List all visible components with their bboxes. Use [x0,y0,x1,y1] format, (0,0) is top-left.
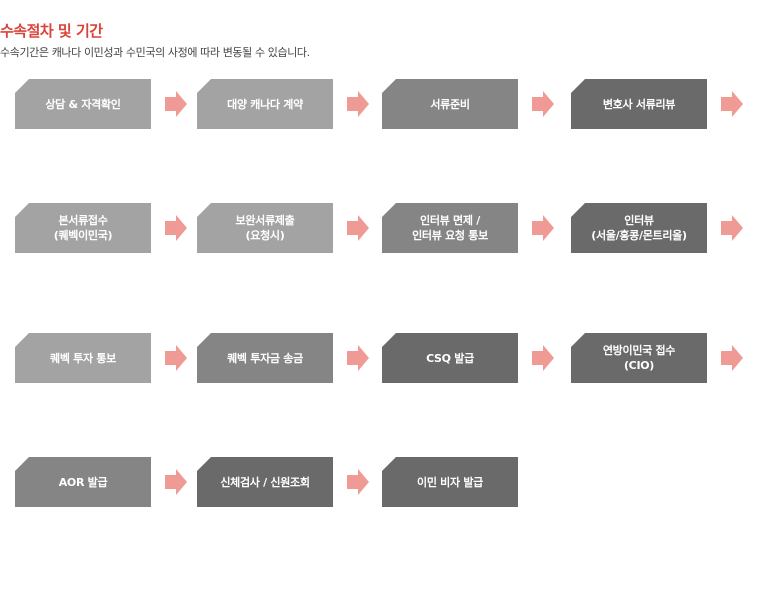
next-step-arrow-icon [721,215,743,241]
process-step: 인터뷰 (서울/홍콩/몬트리올) [571,203,707,253]
next-step-arrow-icon [347,91,369,117]
next-step-arrow-icon [165,215,187,241]
process-step: 상담 & 자격확인 [15,79,151,129]
next-step-arrow-icon [165,345,187,371]
next-step-arrow-icon [532,345,554,371]
page-subtitle: 수속기간은 캐나다 이민성과 수민국의 사정에 따라 변동될 수 있습니다. [0,46,310,59]
next-step-arrow-icon [347,469,369,495]
next-step-arrow-icon [532,91,554,117]
process-step: 대양 캐나다 계약 [197,79,333,129]
next-step-arrow-icon [721,91,743,117]
process-step: 퀘벡 투자 통보 [15,333,151,383]
next-step-arrow-icon [721,345,743,371]
process-step: 서류준비 [382,79,518,129]
page-title: 수속절차 및 기간 [0,22,103,40]
process-step: AOR 발급 [15,457,151,507]
next-step-arrow-icon [165,469,187,495]
next-step-arrow-icon [165,91,187,117]
process-step: 퀘벡 투자금 송금 [197,333,333,383]
next-step-arrow-icon [347,215,369,241]
process-step: 본서류접수 (퀘벡이민국) [15,203,151,253]
process-step: 연방이민국 접수 (CIO) [571,333,707,383]
process-step: 인터뷰 면제 / 인터뷰 요청 통보 [382,203,518,253]
process-step: 변호사 서류리뷰 [571,79,707,129]
process-step: CSQ 발급 [382,333,518,383]
next-step-arrow-icon [347,345,369,371]
process-step: 보완서류제출 (요청시) [197,203,333,253]
next-step-arrow-icon [532,215,554,241]
process-step: 이민 비자 발급 [382,457,518,507]
process-step: 신체검사 / 신원조회 [197,457,333,507]
